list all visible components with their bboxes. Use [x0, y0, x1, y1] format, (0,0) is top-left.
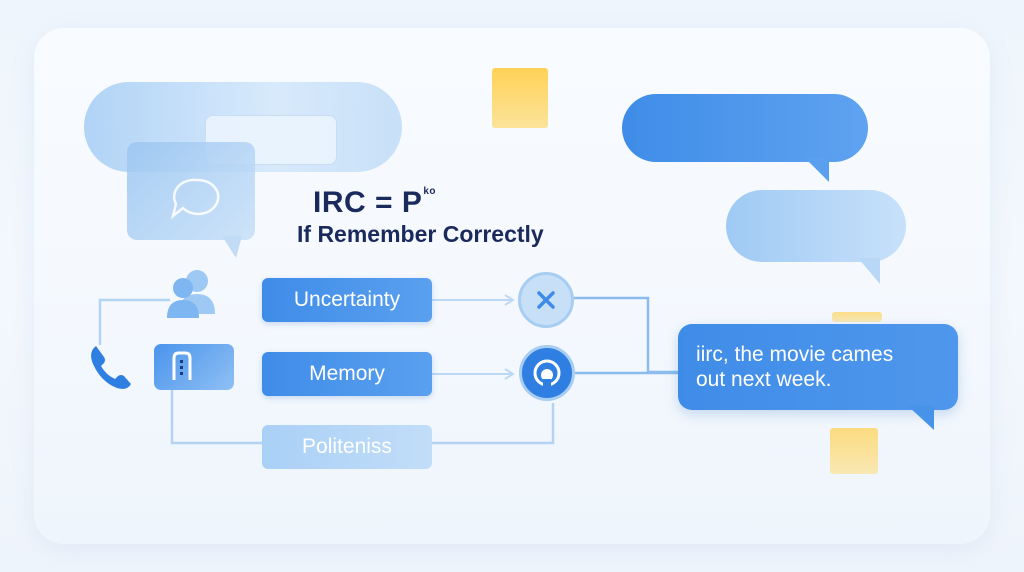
diagram-subtitle: If Remember Correctly: [297, 221, 544, 247]
message-bubble-tail: [908, 406, 934, 430]
people-icon: [167, 270, 215, 318]
device-icon: [172, 351, 192, 380]
diagram-title: IRC = Pko: [313, 186, 436, 220]
decor-square-yellow-top: [492, 68, 548, 128]
example-message-bubble: iirc, the movie cames out next week.: [678, 324, 958, 410]
decor-bubble-blue-tail: [805, 158, 829, 182]
arrow-head-uncertainty: [504, 294, 515, 306]
close-icon: [537, 291, 555, 309]
pill-uncertainty: Uncertainty: [262, 278, 432, 322]
connector-politeness-face: [432, 403, 555, 445]
decor-bubble-light-tail: [858, 258, 880, 284]
chat-icon: [170, 178, 220, 220]
message-line-2: out next week.: [696, 368, 832, 391]
decor-bubble-blue: [622, 94, 868, 162]
pill-politeness: Politeniss: [262, 425, 432, 469]
memory-circle: [519, 345, 575, 401]
connector-people-phone: [98, 298, 170, 345]
arrow-head-memory: [504, 368, 515, 380]
decor-square-yellow-bottom: [830, 428, 878, 474]
chat-panel-tail: [222, 236, 242, 258]
connector-x-message: [574, 296, 678, 374]
message-line-1: iirc, the movie cames: [696, 343, 894, 366]
pill-memory: Memory: [262, 352, 432, 396]
face-icon: [533, 359, 561, 387]
phone-icon: [91, 346, 131, 389]
device-panel: [154, 344, 234, 390]
decor-bubble-light: [726, 190, 906, 262]
chat-panel: [127, 142, 255, 240]
title-text: IRC = P: [313, 186, 423, 219]
decor-square-yellow-mid: [832, 312, 882, 322]
uncertainty-circle: [518, 272, 574, 328]
title-badge: ko: [423, 186, 437, 197]
connector-device-politeness: [170, 388, 262, 445]
